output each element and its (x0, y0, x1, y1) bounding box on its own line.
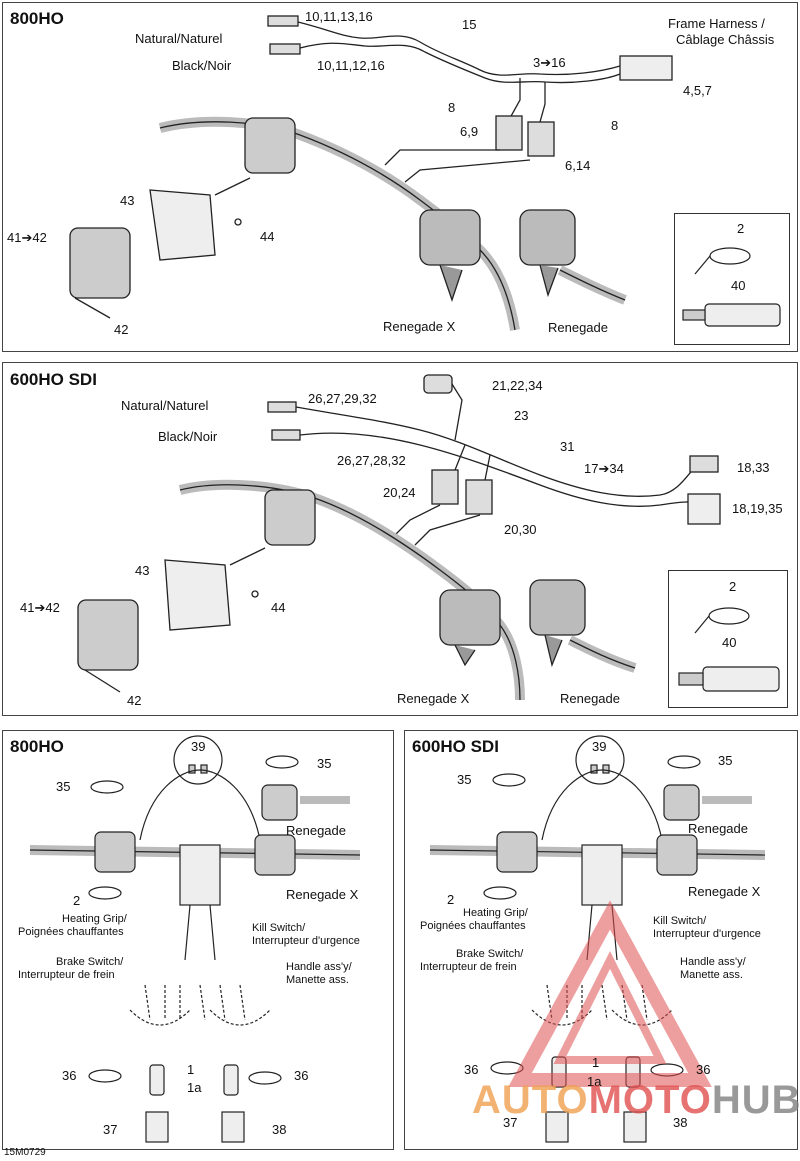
label-2: 2 (737, 221, 745, 236)
label-4-5-7: 4,5,7 (683, 83, 712, 98)
label-renegade-2: Renegade (560, 691, 620, 706)
label-18-19-35: 18,19,35 (732, 501, 783, 516)
p4-label-36a: 36 (464, 1062, 479, 1077)
p4-label-heating2: Poignées chauffantes (420, 920, 526, 932)
inset-consumables-1 (674, 213, 790, 345)
label-natural-2: Natural/Naturel (121, 398, 209, 413)
p3-label-37: 37 (103, 1122, 118, 1137)
p3-label-renegade: Renegade (286, 823, 346, 838)
inset-consumables-2 (668, 570, 788, 708)
panel4-title: 600HO SDI (412, 737, 499, 756)
p3-label-heating1: Heating Grip/ (62, 913, 127, 925)
p4-label-36b: 36 (696, 1062, 711, 1077)
p4-label-handle2: Manette ass. (680, 969, 743, 981)
p4-label-renegade: Renegade (688, 821, 748, 836)
panel1-drawing (69, 15, 673, 331)
p3-label-kill2: Interrupteur d'urgence (252, 935, 360, 947)
label-6-9: 6,9 (460, 124, 479, 139)
label-41-42-2: 41➔42 (20, 600, 60, 615)
label-18-33: 18,33 (737, 460, 770, 475)
label-10-11-12-16: 10,11,12,16 (317, 58, 385, 73)
label-23: 23 (514, 408, 529, 423)
tie-and-tube-drawing-2 (678, 607, 780, 692)
label-31: 31 (560, 439, 575, 454)
p4-label-1: 1 (592, 1055, 600, 1070)
p3-label-35b: 35 (317, 756, 332, 771)
figure-code: 15M0729 (4, 1147, 46, 1158)
watermark-part2: MOTO (588, 1078, 712, 1122)
p4-label-heating1: Heating Grip/ (463, 907, 528, 919)
p3-label-brake2: Interrupteur de frein (18, 969, 115, 981)
p3-label-heating2: Poignées chauffantes (18, 926, 124, 938)
p3-label-35a: 35 (56, 779, 71, 794)
panel3-title: 800HO (10, 737, 64, 756)
panel1-title: 800HO (10, 9, 64, 28)
label-42-2: 42 (127, 693, 142, 708)
p3-label-handle1: Handle ass'y/ (286, 961, 352, 973)
p3-label-1a: 1a (187, 1080, 202, 1095)
label-43: 43 (120, 193, 135, 208)
p3-label-2: 2 (73, 893, 81, 908)
p4-label-37: 37 (503, 1115, 518, 1130)
p4-label-kill1: Kill Switch/ (653, 915, 707, 927)
label-20-30: 20,30 (504, 522, 537, 537)
p3-label-36a: 36 (62, 1068, 77, 1083)
label-44-2: 44 (271, 600, 286, 615)
label-26-27-28-32: 26,27,28,32 (337, 453, 406, 468)
label-17-34: 17➔34 (584, 461, 624, 476)
p4-label-39: 39 (592, 739, 607, 754)
label-cablage: Câblage Châssis (676, 32, 775, 47)
panel2-title: 600HO SDI (10, 370, 97, 389)
p4-label-brake2: Interrupteur de frein (420, 961, 517, 973)
watermark-part1: AUTO (472, 1078, 589, 1122)
watermark-part3: HUB (711, 1078, 800, 1122)
p4-label-renegade-x: Renegade X (688, 884, 761, 899)
label-26-27-29-32: 26,27,29,32 (308, 391, 377, 406)
p4-label-kill2: Interrupteur d'urgence (653, 928, 761, 940)
p3-label-36b: 36 (294, 1068, 309, 1083)
p3-label-38: 38 (272, 1122, 287, 1137)
label-40-2: 40 (722, 635, 737, 650)
label-10-11-13-16: 10,11,13,16 (305, 9, 373, 24)
p3-label-brake1: Brake Switch/ (56, 956, 124, 968)
p3-label-1: 1 (187, 1062, 195, 1077)
label-20-24: 20,24 (383, 485, 416, 500)
label-frame-harness: Frame Harness / (668, 16, 765, 31)
label-3-16: 3➔16 (533, 55, 566, 70)
label-6-14: 6,14 (565, 158, 591, 173)
label-renegade-x: Renegade X (383, 319, 456, 334)
p3-label-39: 39 (191, 739, 206, 754)
label-natural: Natural/Naturel (135, 31, 223, 46)
label-40: 40 (731, 278, 746, 293)
label-44: 44 (260, 229, 275, 244)
label-21-22-34: 21,22,34 (492, 378, 543, 393)
p4-label-1a: 1a (587, 1074, 602, 1089)
label-41-42: 41➔42 (7, 230, 47, 245)
label-renegade-x-2: Renegade X (397, 691, 470, 706)
label-renegade: Renegade (548, 320, 608, 335)
label-42: 42 (114, 322, 129, 337)
watermark-logo: AUTOMOTOHUB (472, 1080, 800, 1120)
p3-label-renegade-x: Renegade X (286, 887, 359, 902)
p4-label-2: 2 (447, 892, 455, 907)
p4-label-handle1: Handle ass'y/ (680, 956, 746, 968)
label-43-2: 43 (135, 563, 150, 578)
p4-label-38: 38 (673, 1115, 688, 1130)
p4-label-35b: 35 (718, 753, 733, 768)
panel2-drawing (77, 374, 721, 701)
label-black: Black/Noir (172, 58, 232, 73)
p3-label-kill1: Kill Switch/ (252, 922, 306, 934)
watermark-triangle (508, 900, 712, 1087)
p4-label-35a: 35 (457, 772, 472, 787)
tie-and-tube-drawing (682, 247, 781, 327)
label-black-2: Black/Noir (158, 429, 218, 444)
p4-label-brake1: Brake Switch/ (456, 948, 524, 960)
p3-label-handle2: Manette ass. (286, 974, 349, 986)
label-15: 15 (462, 17, 477, 32)
label-8a: 8 (448, 100, 456, 115)
label-2-2: 2 (729, 579, 737, 594)
label-8b: 8 (611, 118, 619, 133)
